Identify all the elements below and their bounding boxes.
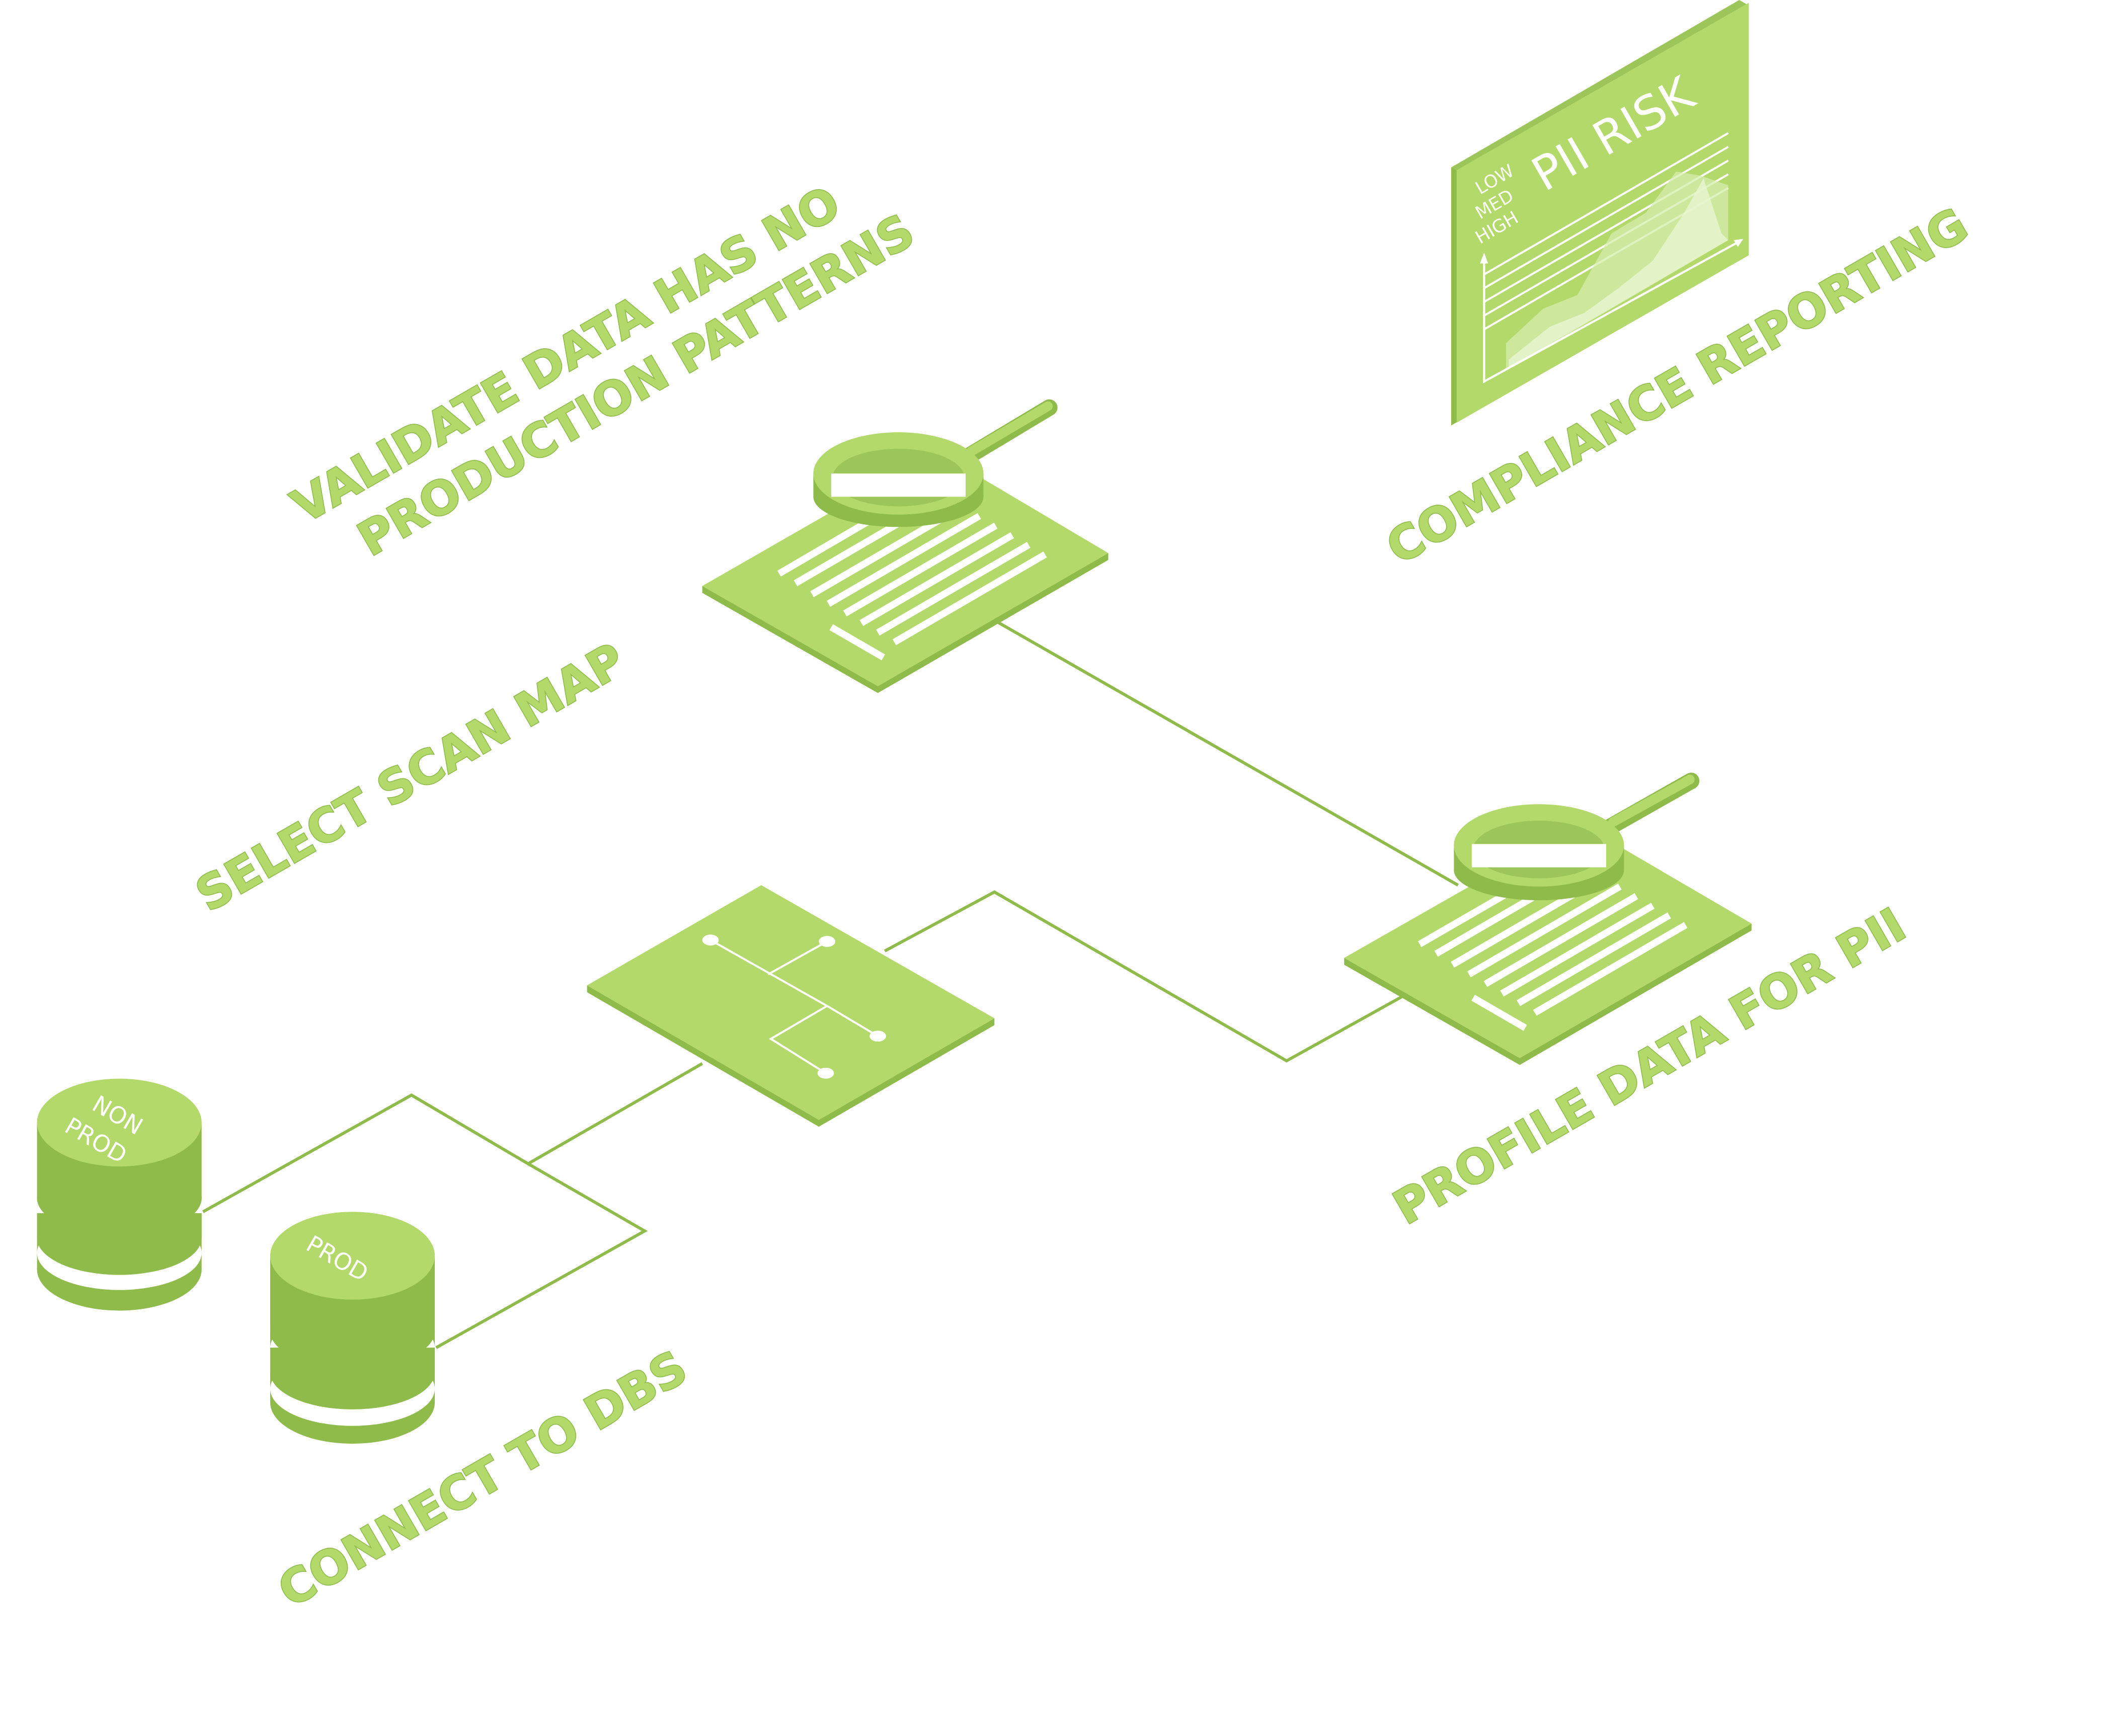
select-scan-map-label: SELECT SCAN MAP [187, 633, 634, 922]
report-axis-arrow-x [1734, 239, 1744, 247]
scan-map-icon [587, 885, 995, 1127]
validate-label-line1: VALIDATE DATA HAS NO [283, 176, 849, 534]
report-area-chart-back [1506, 171, 1728, 371]
validate-magnifier-bar [831, 473, 966, 497]
profile-magnifier-bar [1471, 844, 1606, 867]
connector-nonprod-to-scanmap [202, 1062, 703, 1213]
scanmap-tile-top [587, 885, 995, 1120]
report-area-chart-front [1509, 178, 1728, 368]
step-labels: VALIDATE DATA HAS NO PRODUCTION PATTERNS… [186, 175, 1978, 1619]
connector-prod-to-junction [435, 1162, 648, 1349]
report-chart-axes [1483, 241, 1740, 383]
profile-magnifier-handle-highlight [1608, 774, 1695, 827]
validate-magnifier-handle-highlight [966, 401, 1053, 456]
nonprod-database: NON PROD [37, 1078, 202, 1311]
profile-doc-sheet [1344, 823, 1752, 1058]
document-magnifier-icon-profile [1344, 772, 1752, 1065]
connector-validate-to-profile [993, 619, 1459, 887]
report-axis-arrow-y [1480, 252, 1488, 264]
prod-database: PROD [270, 1212, 435, 1444]
report-panel-top [1451, 0, 1749, 173]
connector-scanmap-to-profile [884, 890, 1411, 1063]
connector-lines [202, 619, 1459, 1349]
scanmap-tree [710, 939, 879, 1074]
document-magnifier-icon [702, 399, 1109, 693]
validate-doc-sheet [702, 451, 1109, 686]
scanmap-nodes [702, 934, 886, 1079]
report-chart-icon: LOW MED HIGH PII RISK [1451, 0, 1749, 426]
database-icon: NON PROD PROD [37, 1078, 435, 1444]
report-panel-front [1456, 3, 1749, 423]
